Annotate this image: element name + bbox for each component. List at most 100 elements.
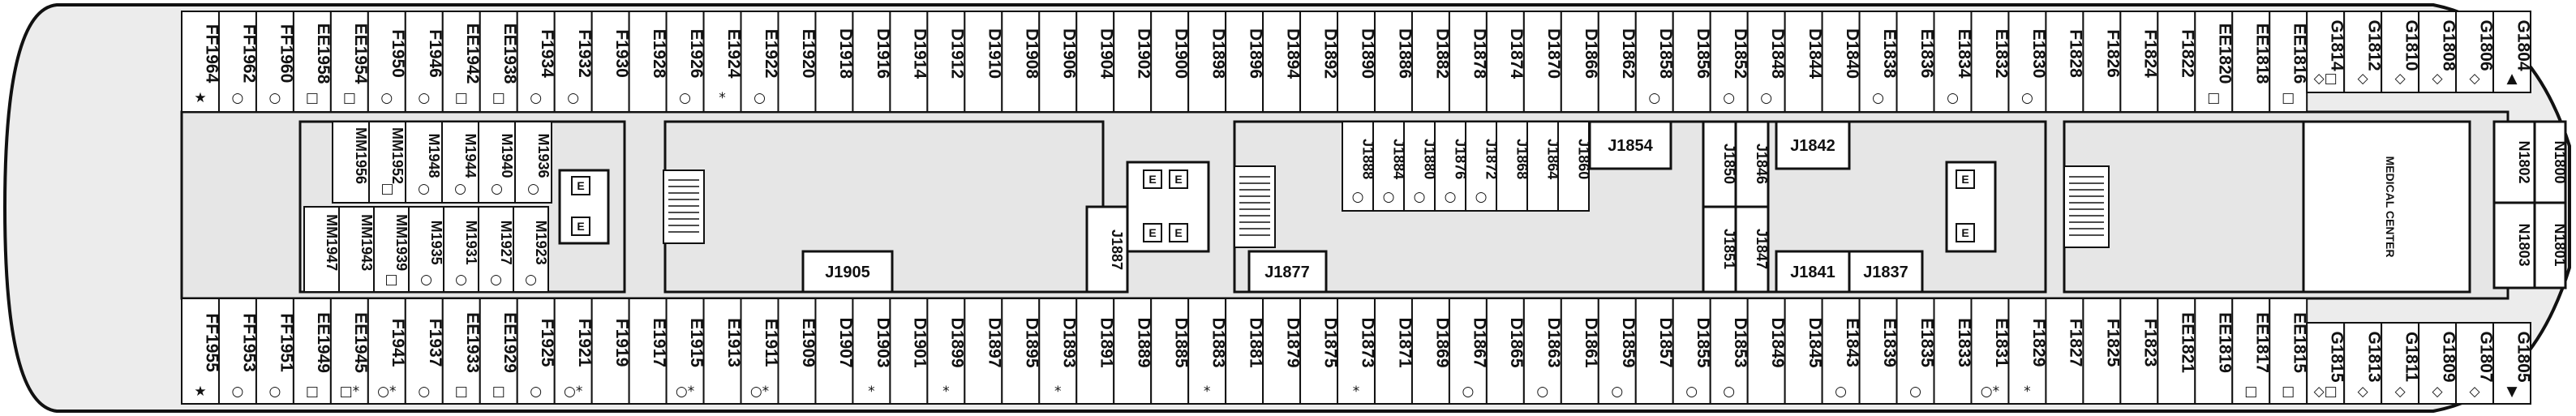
cabin-cell[interactable]: D1865 [1485,298,1526,405]
cabin-cell[interactable]: D1852○ [1709,11,1750,113]
cabin-cell[interactable]: D1855○ [1672,298,1712,405]
cabin-cell[interactable]: D1858○ [1634,11,1675,113]
cabin-cell[interactable]: EE1819 [2194,298,2235,405]
cabin-cell[interactable]: EE1817□ [2231,298,2272,405]
cabin-cell[interactable]: D1892 [1299,11,1339,113]
cabin-cell[interactable]: FF1960○ [255,11,295,113]
cabin-cell[interactable]: D1902 [1113,11,1153,113]
cabin-cell[interactable]: D1862 [1597,11,1638,113]
cabin-cell[interactable]: D1910 [964,11,1004,113]
cabin-cell[interactable]: E1926○ [665,11,706,113]
cabin-cell[interactable]: G1811◇ [2381,322,2420,405]
cabin-cell[interactable]: F1825 [2082,298,2123,405]
cabin-cell[interactable]: D1907 [814,298,855,405]
cabin-cell[interactable]: M1936○ [514,121,552,204]
cabin-cell[interactable]: E1911○* [740,298,780,405]
cabin-cell[interactable]: M1935○ [408,206,444,293]
cabin-cell[interactable]: G1807◇ [2455,322,2495,405]
cabin-cell[interactable]: D1918 [814,11,855,113]
cabin-cell[interactable]: D1890 [1337,11,1376,113]
cabin-cell[interactable]: D1869 [1410,298,1451,405]
cabin-cell[interactable]: D1861 [1560,298,1600,405]
cabin-cell[interactable]: G1812◇ [2343,11,2383,93]
cabin-cell[interactable]: E1838○ [1858,11,1899,113]
cabin-cell[interactable]: D1904 [1075,11,1116,113]
cabin-cell[interactable]: G1805▼ [2492,322,2532,405]
cabin-cell[interactable]: E1909 [777,298,818,405]
cabin-cell[interactable]: D1900 [1150,11,1191,113]
cabin-cell[interactable]: EE1929□ [479,298,519,405]
cabin-cell[interactable]: D1878 [1448,11,1488,113]
cabin-cell[interactable]: F1919 [590,298,631,405]
cabin-cell[interactable]: D1894 [1262,11,1302,113]
cabin-cell[interactable]: F1934○ [516,11,556,113]
cabin-cell[interactable]: D1908 [1001,11,1041,113]
cabin-cell[interactable]: E1843○ [1821,298,1861,405]
cabin-cell[interactable]: E1913 [702,298,743,405]
cabin-cell[interactable]: F1828 [2045,11,2085,113]
cabin-cell[interactable]: G1810◇ [2381,11,2420,93]
cabin-cell[interactable]: D1916 [852,11,892,113]
cabin-cell[interactable]: J1880○ [1403,121,1437,212]
cabin-cell[interactable]: D1840 [1821,11,1861,113]
cabin-cell[interactable]: D1896 [1225,11,1264,113]
cabin-cell[interactable]: F1822 [2157,11,2197,113]
cabin-cell[interactable]: FF1962○ [217,11,258,113]
cabin-cell[interactable]: F1946○ [404,11,444,113]
cabin-cell[interactable]: D1856 [1672,11,1712,113]
cabin-cell[interactable]: D1875 [1299,298,1339,405]
cabin-cell[interactable]: D1874 [1485,11,1526,113]
cabin-cell[interactable]: D1881 [1225,298,1264,405]
cabin-cell[interactable]: M1927○ [478,206,514,293]
cabin-cell[interactable]: MM1956 [332,121,370,204]
cabin-cell[interactable]: FF1955★ [181,298,221,405]
cabin-cell[interactable]: D1903* [852,298,892,405]
cabin-cell[interactable]: F1941○* [367,298,407,405]
cabin-cell[interactable]: E1834○ [1933,11,1973,113]
cabin-cell[interactable]: EE1945□* [329,298,370,405]
cabin-cell[interactable]: EE1933□ [441,298,482,405]
cabin-cell[interactable]: J1876○ [1434,121,1468,212]
cabin-cell[interactable]: E1836 [1896,11,1936,113]
cabin-cell[interactable]: D1882 [1410,11,1451,113]
cabin-cell[interactable]: G1809◇ [2418,322,2458,405]
cabin-cell[interactable]: D1893* [1038,298,1079,405]
cabin-cell[interactable]: D1914 [889,11,930,113]
cabin-cell[interactable]: D1844 [1784,11,1824,113]
cabin-cell[interactable]: D1906 [1038,11,1079,113]
cabin-cell[interactable]: F1937○ [404,298,444,405]
cabin-cell[interactable]: EE1820□ [2194,11,2235,113]
cabin-cell[interactable]: D1863○ [1522,298,1563,405]
cabin-cell[interactable]: E1832 [1970,11,2011,113]
cabin-cell[interactable]: E1915○* [665,298,706,405]
cabin-cell[interactable]: F1921○* [553,298,594,405]
cabin-cell[interactable]: D1871 [1373,298,1414,405]
cabin-cell[interactable]: E1928 [628,11,668,113]
cabin-cell[interactable]: E1839 [1858,298,1899,405]
cabin-cell[interactable]: M1923○ [513,206,549,293]
cabin-cell[interactable]: MM1939□ [373,206,410,293]
cabin-cell[interactable]: M1940○ [478,121,516,204]
cabin-cell[interactable]: F1829* [2007,298,2048,405]
cabin-cell[interactable]: J1888○ [1342,121,1376,212]
cabin-cell[interactable]: F1925○ [516,298,556,405]
cabin-cell[interactable]: D1912 [926,11,967,113]
cabin-cell[interactable]: M1948○ [405,121,443,204]
cabin-cell[interactable]: EE1958□ [292,11,333,113]
cabin-cell[interactable]: FF1951○ [255,298,295,405]
cabin-cell[interactable]: J1860 [1557,121,1591,212]
cabin-cell[interactable]: D1849 [1746,298,1787,405]
cabin-cell[interactable]: E1922○ [740,11,780,113]
cabin-cell[interactable]: E1917 [628,298,668,405]
cabin-cell[interactable]: D1867○ [1448,298,1488,405]
cabin-cell[interactable]: D1845 [1784,298,1824,405]
cabin-cell[interactable]: D1853○ [1709,298,1750,405]
cabin-cell[interactable]: G1813◇ [2343,322,2383,405]
cabin-cell[interactable]: EE1954□ [329,11,370,113]
cabin-cell[interactable]: FF1964★ [181,11,221,113]
cabin-cell[interactable]: F1826 [2082,11,2123,113]
cabin-cell[interactable]: D1859○ [1597,298,1638,405]
cabin-cell[interactable]: D1857 [1634,298,1675,405]
cabin-cell[interactable]: G1808◇ [2418,11,2458,93]
cabin-cell[interactable]: J1872○ [1465,121,1499,212]
